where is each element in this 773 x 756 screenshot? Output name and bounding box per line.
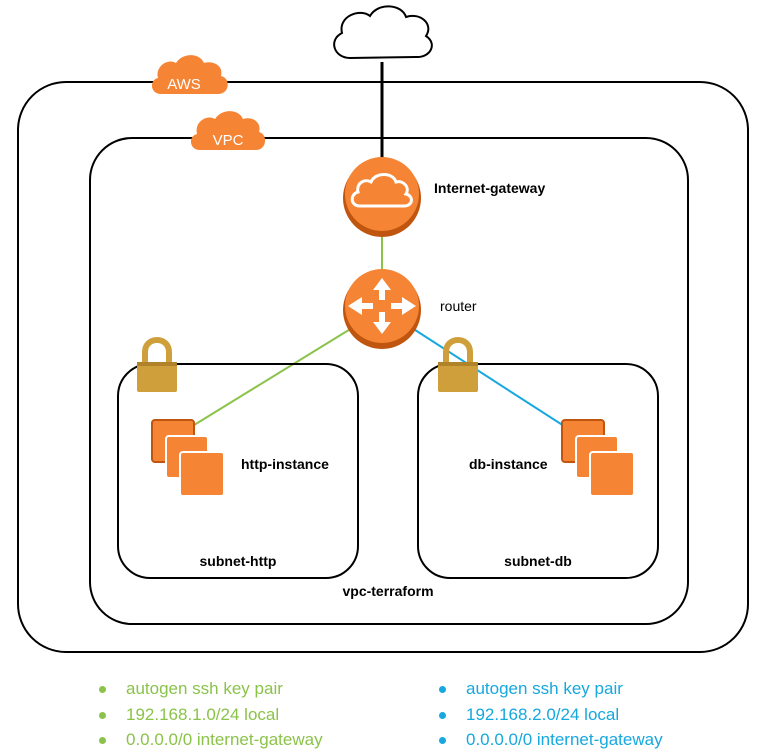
db-route-link — [411, 327, 579, 436]
diagram-canvas: AWS VPC vpc-terraform Internet-gateway r… — [17, 5, 749, 653]
db-instance-label: db-instance — [469, 456, 548, 472]
legend-text: 192.168.2.0/24 local — [466, 704, 620, 724]
bullet-icon — [99, 737, 106, 744]
subnet-db-padlock-icon — [438, 337, 478, 392]
bullet-icon — [439, 711, 446, 719]
legend-item: 192.168.1.0/24 local — [93, 702, 323, 728]
aws-tag: AWS — [151, 55, 228, 94]
vpc-name: vpc-terraform — [342, 583, 433, 599]
db-route-legend: autogen ssh key pair 192.168.2.0/24 loca… — [433, 676, 663, 753]
router-icon — [343, 269, 421, 349]
vpc-tag-label: VPC — [213, 132, 244, 149]
http-route-link — [185, 327, 353, 431]
aws-tag-label: AWS — [167, 76, 201, 93]
legend-item: autogen ssh key pair — [433, 676, 663, 702]
legend-text: 0.0.0.0/0 internet-gateway — [126, 730, 323, 749]
vpc-tag: VPC — [190, 111, 266, 150]
bullet-icon — [99, 711, 106, 719]
db-instance-icon — [561, 419, 635, 497]
aws-cloud-boundary — [17, 81, 749, 653]
gateway-label: Internet-gateway — [434, 180, 545, 196]
subnet-db-label: subnet-db — [504, 553, 572, 569]
internet-cloud-icon — [333, 5, 433, 60]
http-instance-label: http-instance — [241, 456, 329, 472]
bullet-icon — [439, 686, 446, 693]
legend-item: 0.0.0.0/0 internet-gateway — [93, 727, 323, 753]
subnet-http-padlock-icon — [137, 337, 177, 392]
bullet-icon — [99, 686, 106, 693]
legend-text: autogen ssh key pair — [466, 679, 623, 698]
legend-item: 192.168.2.0/24 local — [433, 702, 663, 728]
legend-item: 0.0.0.0/0 internet-gateway — [433, 727, 663, 753]
http-instance-icon — [151, 419, 225, 497]
subnet-db-boundary — [417, 363, 659, 579]
http-route-legend: autogen ssh key pair 192.168.1.0/24 loca… — [93, 676, 323, 753]
legend-text: autogen ssh key pair — [126, 679, 283, 698]
subnet-http-label: subnet-http — [200, 553, 277, 569]
internet-gateway-icon — [343, 157, 421, 237]
legend-text: 192.168.1.0/24 local — [126, 704, 280, 724]
router-label: router — [440, 298, 477, 314]
subnet-http-boundary — [117, 363, 359, 579]
legend-item: autogen ssh key pair — [93, 676, 323, 702]
bullet-icon — [439, 737, 446, 744]
legend-text: 0.0.0.0/0 internet-gateway — [466, 730, 663, 749]
vpc-boundary — [89, 137, 689, 625]
